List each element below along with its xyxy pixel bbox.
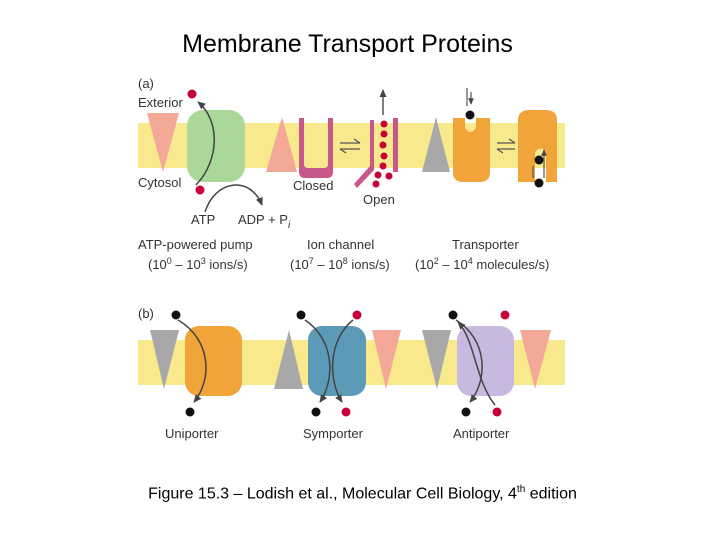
atp-pump-protein [187, 110, 245, 182]
panel-a-label: (a) [138, 76, 154, 91]
red-ion [380, 152, 388, 160]
symporter-protein [308, 326, 366, 396]
pump-rate-a: (10 [148, 257, 167, 272]
red-ion [195, 185, 205, 195]
gray-gradient-triangle [274, 330, 303, 389]
channel-rate-a: (10 [290, 257, 309, 272]
transporter-bind-arrows [467, 88, 471, 106]
equilibrium-arrow [497, 138, 516, 144]
equilibrium-arrow [496, 148, 515, 154]
transporter-rate-b: – 10 [439, 257, 468, 272]
red-ion [380, 120, 388, 128]
transporter-rate-c: molecules/s) [473, 257, 550, 272]
uniporter-protein [185, 326, 242, 396]
transporter-state-2 [518, 110, 557, 182]
panel-b-label: (b) [138, 306, 154, 321]
caption-superscript: th [516, 484, 526, 495]
equilibrium-arrow [340, 138, 361, 144]
closed-ion-channel [299, 118, 333, 178]
figure-caption: Figure 15.3 – Lodish et al., Molecular C… [0, 484, 720, 503]
open-channel-left-half [354, 120, 374, 188]
antiporter-protein [457, 326, 514, 396]
transporter-release-arrows [532, 150, 544, 178]
black-ion [171, 310, 181, 320]
pump-rate: (100 – 103 ions/s) [148, 256, 248, 272]
open-label: Open [363, 192, 395, 207]
black-ion [465, 110, 475, 120]
transporter-rate-exp2: 4 [468, 256, 473, 266]
atp-arrow [204, 184, 263, 213]
symporter-arrow-red [331, 319, 354, 403]
channel-rate-b: – 10 [314, 257, 343, 272]
red-ion [379, 162, 387, 170]
adp-subscript: i [288, 220, 291, 231]
transporter-rate-a: (10 [415, 257, 434, 272]
pink-gradient-triangle [520, 330, 551, 389]
red-ion [380, 130, 388, 138]
open-channel-right-half [393, 118, 398, 172]
black-ion [311, 407, 321, 417]
black-ion [461, 407, 471, 417]
red-ion [374, 171, 382, 179]
gray-gradient-triangle [150, 330, 179, 389]
red-ion [341, 407, 351, 417]
red-ion [492, 407, 502, 417]
black-ion [534, 155, 544, 165]
black-ion [534, 178, 544, 188]
atp-label: ATP [191, 212, 215, 227]
red-ion [500, 310, 510, 320]
red-ion [385, 172, 393, 180]
channel-rate: (107 – 108 ions/s) [290, 256, 390, 272]
pump-rate-c: ions/s) [206, 257, 248, 272]
pump-rate-exp2: 3 [201, 256, 206, 266]
red-ion [187, 89, 197, 99]
red-ion [379, 141, 387, 149]
symporter-arrow-black [304, 319, 331, 403]
red-ion [352, 310, 362, 320]
channel-name: Ion channel [307, 237, 374, 252]
transporter-rate-exp1: 2 [434, 256, 439, 266]
pump-rate-exp1: 0 [167, 256, 172, 266]
black-ion [296, 310, 306, 320]
caption-tail: edition [525, 485, 577, 503]
adp-text: ADP + P [238, 212, 288, 227]
black-ion [448, 310, 458, 320]
channel-ion-stream [372, 120, 393, 188]
adp-label: ADP + Pi [238, 212, 291, 231]
gray-gradient-triangle [422, 117, 450, 172]
pump-name: ATP-powered pump [138, 237, 253, 252]
gray-gradient-triangle [422, 330, 451, 389]
black-ion [185, 407, 195, 417]
pump-rate-b: – 10 [172, 257, 201, 272]
channel-rate-exp2: 8 [343, 256, 348, 266]
pink-gradient-triangle [266, 117, 297, 172]
pump-arrow [195, 101, 215, 186]
cytosol-label: Cytosol [138, 175, 181, 190]
equilibrium-arrow [339, 148, 360, 154]
pink-gradient-triangle [147, 113, 179, 172]
uniporter-label: Uniporter [165, 426, 219, 441]
uniporter-arrow [177, 319, 207, 403]
transporter-name: Transporter [452, 237, 519, 252]
symporter-label: Symporter [303, 426, 364, 441]
antiporter-label: Antiporter [453, 426, 510, 441]
channel-rate-c: ions/s) [348, 257, 390, 272]
pink-gradient-triangle [372, 330, 401, 389]
page-title: Membrane Transport Proteins [182, 30, 513, 58]
exterior-label: Exterior [138, 95, 183, 110]
channel-rate-exp1: 7 [309, 256, 314, 266]
transporter-state-1 [453, 118, 490, 182]
red-ion [372, 180, 380, 188]
antiporter-arrow-red [457, 321, 496, 406]
transporter-rate: (102 – 104 molecules/s) [415, 256, 549, 272]
closed-label: Closed [293, 178, 333, 193]
caption-text: Figure 15.3 – Lodish et al., Molecular C… [148, 485, 517, 503]
